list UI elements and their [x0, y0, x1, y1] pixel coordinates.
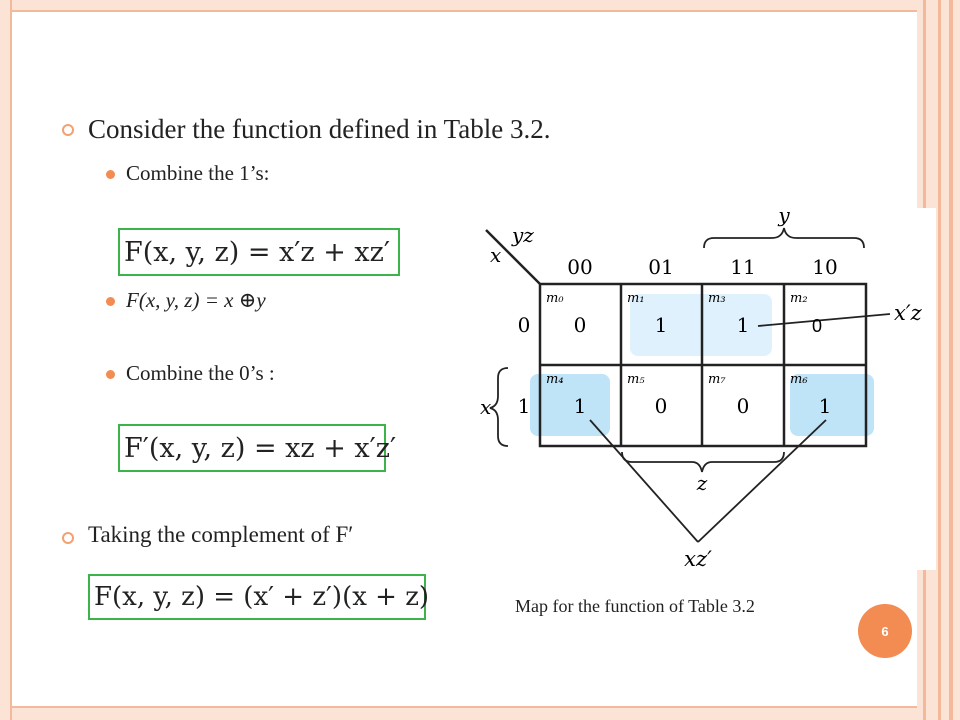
slide-frame-top	[12, 0, 917, 12]
kmap-row-header: 1	[518, 394, 531, 418]
xor-lhs: F(x, y, z) = x	[126, 288, 234, 312]
bullet-ring-icon	[62, 532, 74, 544]
kmap-x-label: x	[490, 243, 501, 267]
sub-bullet-text: Combine the 0’s :	[126, 361, 275, 385]
kmap-cell-value: 1	[655, 313, 668, 337]
bullet-text: Consider the function defined in Table 3…	[88, 114, 551, 144]
kmap-row-header: 0	[518, 313, 531, 337]
kmap-minterm-label: m₀	[546, 291, 564, 306]
kmap-yz-label: yz	[511, 223, 534, 247]
kmap-col-header: 11	[730, 255, 755, 279]
xor-operator: ⊕	[238, 288, 257, 312]
kmap-cell-value: 0	[655, 394, 668, 418]
brace-x	[489, 367, 509, 447]
karnaugh-map-figure: yz x 00 01 11 10 0 1 y x z x′z xz′ m₀ m₁…	[472, 203, 936, 571]
slide-frame-left	[0, 0, 12, 720]
figure-caption: Map for the function of Table 3.2	[515, 596, 755, 616]
kmap-minterm-label: m₅	[627, 372, 645, 387]
brace-y-label: y	[777, 208, 790, 227]
equation-text: F′(x, y, z) = xz + x′z′	[124, 432, 397, 464]
bullet-ring-icon	[62, 124, 74, 136]
kmap-cell-value: 0	[574, 313, 587, 337]
slide-frame-bottom	[12, 706, 917, 720]
group-xzp-label: xz′	[684, 547, 712, 570]
sub-bullet-dot-icon	[106, 170, 115, 179]
brace-z	[621, 451, 785, 473]
equation-box: F′(x, y, z) = xz + x′z′	[118, 424, 396, 472]
kmap-col-header: 00	[567, 255, 592, 279]
brace-z-label: z	[696, 471, 708, 495]
equation-text: F(x, y, z) = x′z + xz′	[124, 236, 390, 268]
kmap-cell-value: 1	[737, 313, 750, 337]
page-number-badge: 6	[858, 604, 912, 658]
brace-y	[703, 227, 865, 249]
kmap-cell-value: 0	[812, 316, 822, 336]
sub-bullet-text: Combine the 1’s:	[126, 161, 270, 185]
kmap-minterm-label: m₂	[790, 291, 808, 306]
sub-bullet-dot-icon	[106, 297, 115, 306]
brace-x-label: x	[480, 395, 491, 419]
bullet-text: Taking the complement of F′	[88, 522, 354, 547]
sub-bullet-dot-icon	[106, 370, 115, 379]
kmap-cell-value: 1	[819, 394, 832, 418]
equation-box: F(x, y, z) = (x′ + z′)(x + z)	[88, 574, 430, 620]
karnaugh-map-svg: yz x 00 01 11 10 0 1 y x z x′z xz′ m₀ m₁…	[480, 203, 923, 571]
kmap-minterm-label: m₆	[790, 372, 808, 387]
kmap-minterm-label: m₄	[546, 372, 564, 387]
group-xzp-highlight-left	[530, 374, 610, 436]
kmap-col-header: 01	[648, 255, 673, 279]
group-xzp-highlight-right	[790, 374, 874, 436]
kmap-minterm-label: m₇	[708, 372, 726, 387]
kmap-minterm-label: m₁	[627, 291, 645, 306]
equation-text: F(x, y, z) = (x′ + z′)(x + z)	[94, 582, 430, 612]
sub-bullet-equation: F(x, y, z) = x ⊕y	[126, 288, 266, 313]
kmap-grid	[485, 229, 868, 448]
xor-rhs: y	[256, 288, 266, 312]
equation-box: F(x, y, z) = x′z + xz′	[118, 228, 400, 276]
kmap-col-header: 10	[812, 255, 837, 279]
group-xpz-label: x′z	[894, 301, 923, 325]
kmap-cell-value: 1	[574, 394, 587, 418]
kmap-minterm-label: m₃	[708, 291, 726, 306]
kmap-cell-value: 0	[737, 394, 750, 418]
group-pointer-lines	[589, 313, 891, 543]
